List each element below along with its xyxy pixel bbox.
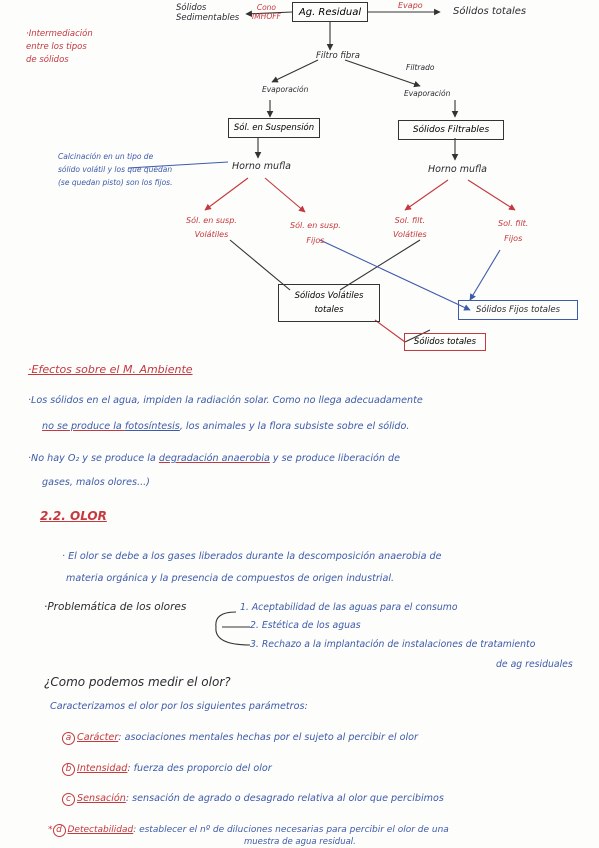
leaf-filt-fijos: Sol. filt. Fijos — [498, 219, 529, 243]
suspension-label: Sól. en Suspensión — [233, 123, 315, 133]
problem-1: 1. Aceptabilidad de las aguas para el co… — [240, 602, 458, 613]
filtro-label: Filtro fibra — [316, 51, 360, 61]
measure-question: ¿Como podemos medir el olor? — [44, 675, 231, 689]
horno-left-label: Horno mufla — [232, 161, 291, 172]
problem-2: 2. Estética de los aguas — [250, 620, 361, 631]
problem-3-cont: de ag residuales — [496, 659, 573, 670]
param-d-name: Detectabilidad — [67, 825, 134, 835]
solidos-totales-top: Sólidos totales — [453, 6, 527, 17]
evaporacion-right-label: Evaporación — [404, 89, 451, 98]
odor-line1: · El olor se debe a los gases liberados … — [62, 551, 442, 562]
effects-line4: gases, malos olores...) — [42, 477, 150, 488]
fijos-totales-label: Sólidos Fijos totales — [475, 305, 561, 315]
ag-residual-label: Ag. Residual — [298, 6, 362, 18]
param-a-letter: a — [62, 732, 75, 745]
fotosintesis-term: fotosíntesis — [124, 421, 180, 432]
leaf-susp-volatiles: Sól. en susp. Volátiles — [186, 216, 237, 239]
param-d-desc: : establecer el nº de diluciones necesar… — [133, 825, 449, 835]
imhoff-label: Cono IMHOFF — [252, 3, 281, 21]
leaf-susp-fijos: Sól. en susp. Fijos — [290, 221, 341, 245]
filtrado-label: Filtrado — [406, 63, 435, 72]
leaf-filt-volatiles: Sol. filt. Volátiles — [393, 216, 427, 239]
effects-line2-pre: no se produce la — [42, 421, 125, 432]
suspension-box: Sól. en Suspensión — [228, 118, 320, 138]
effects-line1: ·Los sólidos en el agua, impiden la radi… — [28, 395, 423, 406]
degradacion-term: degradación anaerobia — [158, 453, 270, 464]
param-b-desc: : fuerza des proporcio del olor — [127, 763, 272, 774]
solidos-totales-box-label: Sólidos totales — [413, 337, 477, 347]
effects-line3: ·No hay O₂ y se produce la degradación a… — [28, 454, 400, 464]
param-b-letter: b — [62, 763, 75, 776]
param-a-desc: : asociaciones mentales hechas por el su… — [118, 732, 418, 743]
sedimentables-label: Sólidos Sedimentables — [176, 3, 240, 23]
volatiles-totales-box: Sólidos Volátiles totales — [278, 284, 380, 322]
param-d-letter: d — [52, 824, 66, 837]
intermediacion-note: ·Intermediación entre los tipos de sólid… — [26, 29, 93, 65]
filtrables-box: Sólidos Filtrables — [398, 120, 504, 140]
filtrables-label: Sólidos Filtrables — [412, 125, 490, 135]
problem-3: 3. Rechazo a la implantación de instalac… — [250, 639, 536, 650]
ag-residual-box: Ag. Residual — [292, 2, 368, 22]
problematica-label: ·Problemática de los olores — [44, 601, 187, 613]
solidos-totales-box: Sólidos totales — [404, 333, 486, 351]
evaporacion-left-label: Evaporación — [262, 85, 309, 94]
params-intro: Caracterizamos el olor por los siguiente… — [50, 701, 308, 712]
star-mark: * — [48, 825, 53, 835]
volatiles-totales-label: Sólidos Volátiles totales — [294, 291, 364, 315]
effects-heading: ·Efectos sobre el M. Ambiente — [28, 363, 193, 376]
effects-line2-post: , los animales y la flora subsiste sobre… — [179, 421, 410, 432]
calcination-note: Calcinación en un tipo de sólido volátil… — [58, 152, 173, 187]
param-c-name: Sensación — [77, 793, 126, 804]
param-a-name: Carácter — [77, 732, 119, 743]
param-c-desc: : sensación de agrado o desagrado relati… — [125, 793, 444, 804]
evapo-label: Evapo — [398, 1, 423, 10]
effects-line3-post: y se produce liberación de — [269, 453, 400, 464]
effects-line3-pre: ·No hay O₂ y se produce la — [28, 453, 159, 464]
param-d-cont: muestra de agua residual. — [244, 837, 356, 847]
odor-heading: 2.2. OLOR — [40, 509, 107, 523]
fijos-totales-box: Sólidos Fijos totales — [458, 300, 578, 320]
horno-right-label: Horno mufla — [428, 164, 487, 175]
param-c-letter: c — [62, 793, 75, 806]
odor-line2: materia orgánica y la presencia de compu… — [66, 573, 395, 584]
param-b-name: Intensidad — [77, 763, 128, 774]
effects-line2: no se produce la fotosíntesis, los anima… — [42, 422, 409, 432]
